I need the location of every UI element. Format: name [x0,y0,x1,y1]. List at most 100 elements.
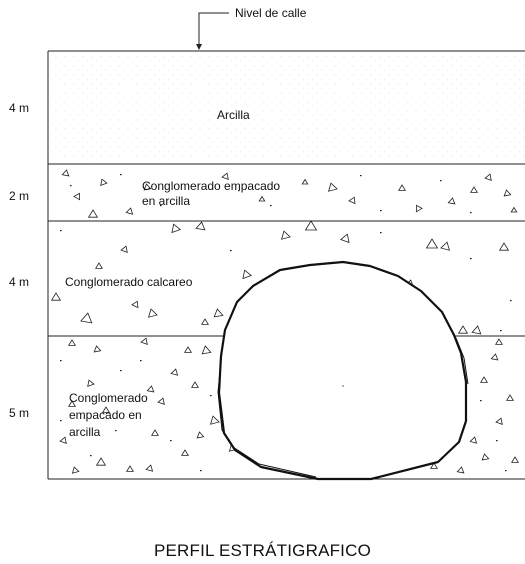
aggregate-triangle [67,400,77,407]
aggregate-triangle [101,406,111,413]
aggregate-speck [380,210,382,212]
aggregate-speck [90,455,92,457]
aggregate-speck [115,430,117,432]
aggregate-triangle [180,449,190,456]
layer-2-name-line-1: Conglomerado empacado [142,179,281,193]
aggregate-triangle [280,230,291,240]
aggregate-triangle [503,189,512,197]
aggregate-triangle [495,417,503,426]
layer-2-name-line-2: en arcilla [142,194,191,208]
aggregate-triangle [61,169,70,177]
aggregate-triangle [80,312,93,324]
street-level-arrow-icon [196,44,202,50]
layer-1-name: Arcilla [217,108,250,122]
aggregate-triangle [59,436,67,445]
aggregate-triangle [143,183,152,191]
aggregate-triangle [195,221,206,231]
aggregate-triangle [157,397,165,406]
street-level-label: Nivel de calle [235,6,307,20]
layer-2-thickness: 2 m [9,189,30,203]
aggregate-speck [210,395,212,397]
aggregate-triangle [50,292,62,301]
aggregate-speck [480,400,482,402]
tunnel-outline [217,260,469,481]
aggregate-triangle [209,415,220,425]
aggregate-speck [470,258,472,260]
aggregate-triangle [484,173,492,182]
aggregate-speck [505,470,507,472]
aggregate-speck [60,360,62,362]
aggregate-speck [380,232,382,234]
aggregate-triangle [171,223,182,234]
aggregate-triangle [457,325,469,334]
aggregate-triangle [447,197,456,205]
aggregate-triangle [397,184,407,191]
aggregate-triangle [494,338,504,345]
aggregate-triangle [510,206,518,213]
aggregate-triangle [469,436,478,444]
aggregate-triangle [258,195,266,202]
aggregate-speck [140,360,142,362]
aggregate-triangle [190,381,200,388]
aggregate-triangle [440,241,451,251]
aggregate-speck [230,250,232,252]
aggregate-triangle [348,196,356,205]
aggregate-speck [440,180,442,182]
aggregate-triangle [510,456,520,463]
aggregate-triangle [145,464,154,472]
aggregate-triangle [221,172,229,181]
aggregate-triangle [200,318,210,325]
layer-3-name: Conglomerado calcareo [65,275,193,289]
diagram-title: PERFIL ESTRÁTIGRAFICO [153,541,372,560]
aggregate-triangle [196,431,205,439]
clay-layer-fill [48,51,525,164]
layer-4-name-line-3: arcilla [69,425,101,439]
layer-4-name-line-1: Conglomerado [69,391,148,405]
aggregate-triangle [481,453,490,461]
aggregate-triangle [73,192,81,201]
aggregate-speck [360,175,362,177]
aggregate-triangle [87,379,95,388]
aggregate-speck [200,470,202,472]
aggregate-triangle [304,220,318,231]
aggregate-triangle [490,353,499,361]
aggregate-triangle [67,339,77,346]
aggregate-triangle [201,345,212,355]
aggregate-triangle [498,242,510,251]
aggregate-triangle [301,178,309,185]
aggregate-triangle [415,204,423,213]
aggregate-triangle [146,385,155,393]
aggregate-speck [60,230,62,232]
aggregate-speck [500,330,502,332]
aggregate-speck [160,205,162,207]
aggregate-speck [510,300,512,302]
aggregate-speck [496,440,498,442]
aggregate-speck [170,440,172,442]
aggregate-triangle [469,186,479,193]
layer-3-thickness: 4 m [9,275,30,289]
aggregate-speck [120,174,122,176]
aggregate-triangle [125,207,134,215]
aggregate-triangle [170,368,179,376]
aggregate-speck [60,420,62,422]
aggregate-triangle [242,269,253,280]
aggregate-speck [238,190,240,192]
layer-4-thickness: 5 m [9,406,30,420]
aggregate-triangle [125,465,135,472]
street-level-leader [198,12,229,47]
layer-1-thickness: 4 m [9,101,30,115]
aggregate-speck [470,212,472,214]
aggregate-triangle [87,209,99,218]
aggregate-triangle [327,182,338,192]
aggregate-triangle [479,376,489,383]
aggregate-triangle [425,238,439,249]
aggregate-speck [120,370,122,372]
aggregate-triangle [183,346,193,353]
aggregate-speck [270,205,272,207]
aggregate-triangle [147,308,158,318]
aggregate-triangle [429,462,439,469]
aggregate-triangle [339,233,350,244]
aggregate-triangle [131,300,139,309]
aggregate-triangle [140,337,148,346]
